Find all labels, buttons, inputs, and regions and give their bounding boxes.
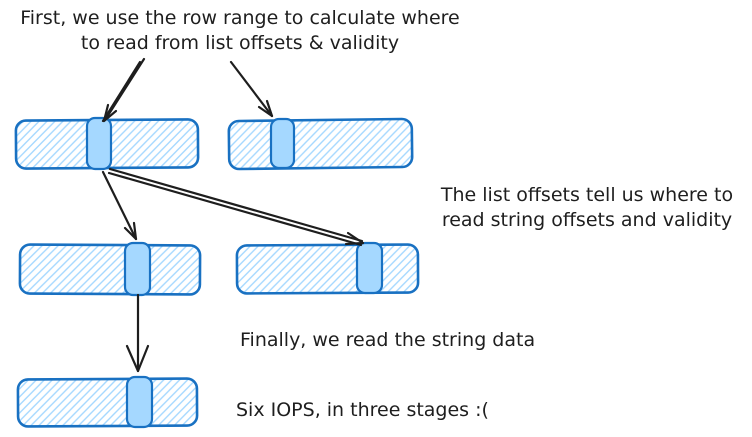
highlight-cell-string-validity (355, 241, 384, 295)
highlight-cell-list-validity (269, 117, 296, 170)
caption-stage1-line2: to read from list offsets & validity (80, 32, 400, 54)
highlight-cell-list-offsets (85, 116, 113, 171)
caption-stage2-line2: read string offsets and validity (441, 209, 733, 231)
buffer-list-offsets (14, 116, 200, 171)
arrow-list-offsets-to-string-validity (107, 167, 365, 247)
caption-stage3: Finally, we read the string data (240, 329, 536, 351)
arrow-row-range-to-list-validity (229, 60, 274, 118)
arrow-row-range-to-list-offsets (101, 57, 146, 123)
caption-stage1-line1: First, we use the row range to calculate… (20, 7, 460, 29)
highlight-cell-string-data (125, 375, 154, 429)
caption-stage2: The list offsets tell us where to read s… (422, 183, 752, 233)
caption-stage2-line1: The list offsets tell us where to (440, 184, 734, 206)
buffer-string-validity (235, 241, 420, 295)
highlight-cell-string-offsets (123, 241, 152, 297)
buffer-string-data (16, 375, 199, 429)
buffer-list-validity (227, 117, 414, 171)
buffer-string-offsets (18, 241, 202, 297)
caption-stage1: First, we use the row range to calculate… (5, 6, 475, 56)
arrow-list-offsets-to-string-offsets (101, 170, 138, 241)
arrow-string-offsets-to-string-data (125, 293, 150, 373)
caption-summary: Six IOPS, in three stages :( (236, 399, 489, 421)
